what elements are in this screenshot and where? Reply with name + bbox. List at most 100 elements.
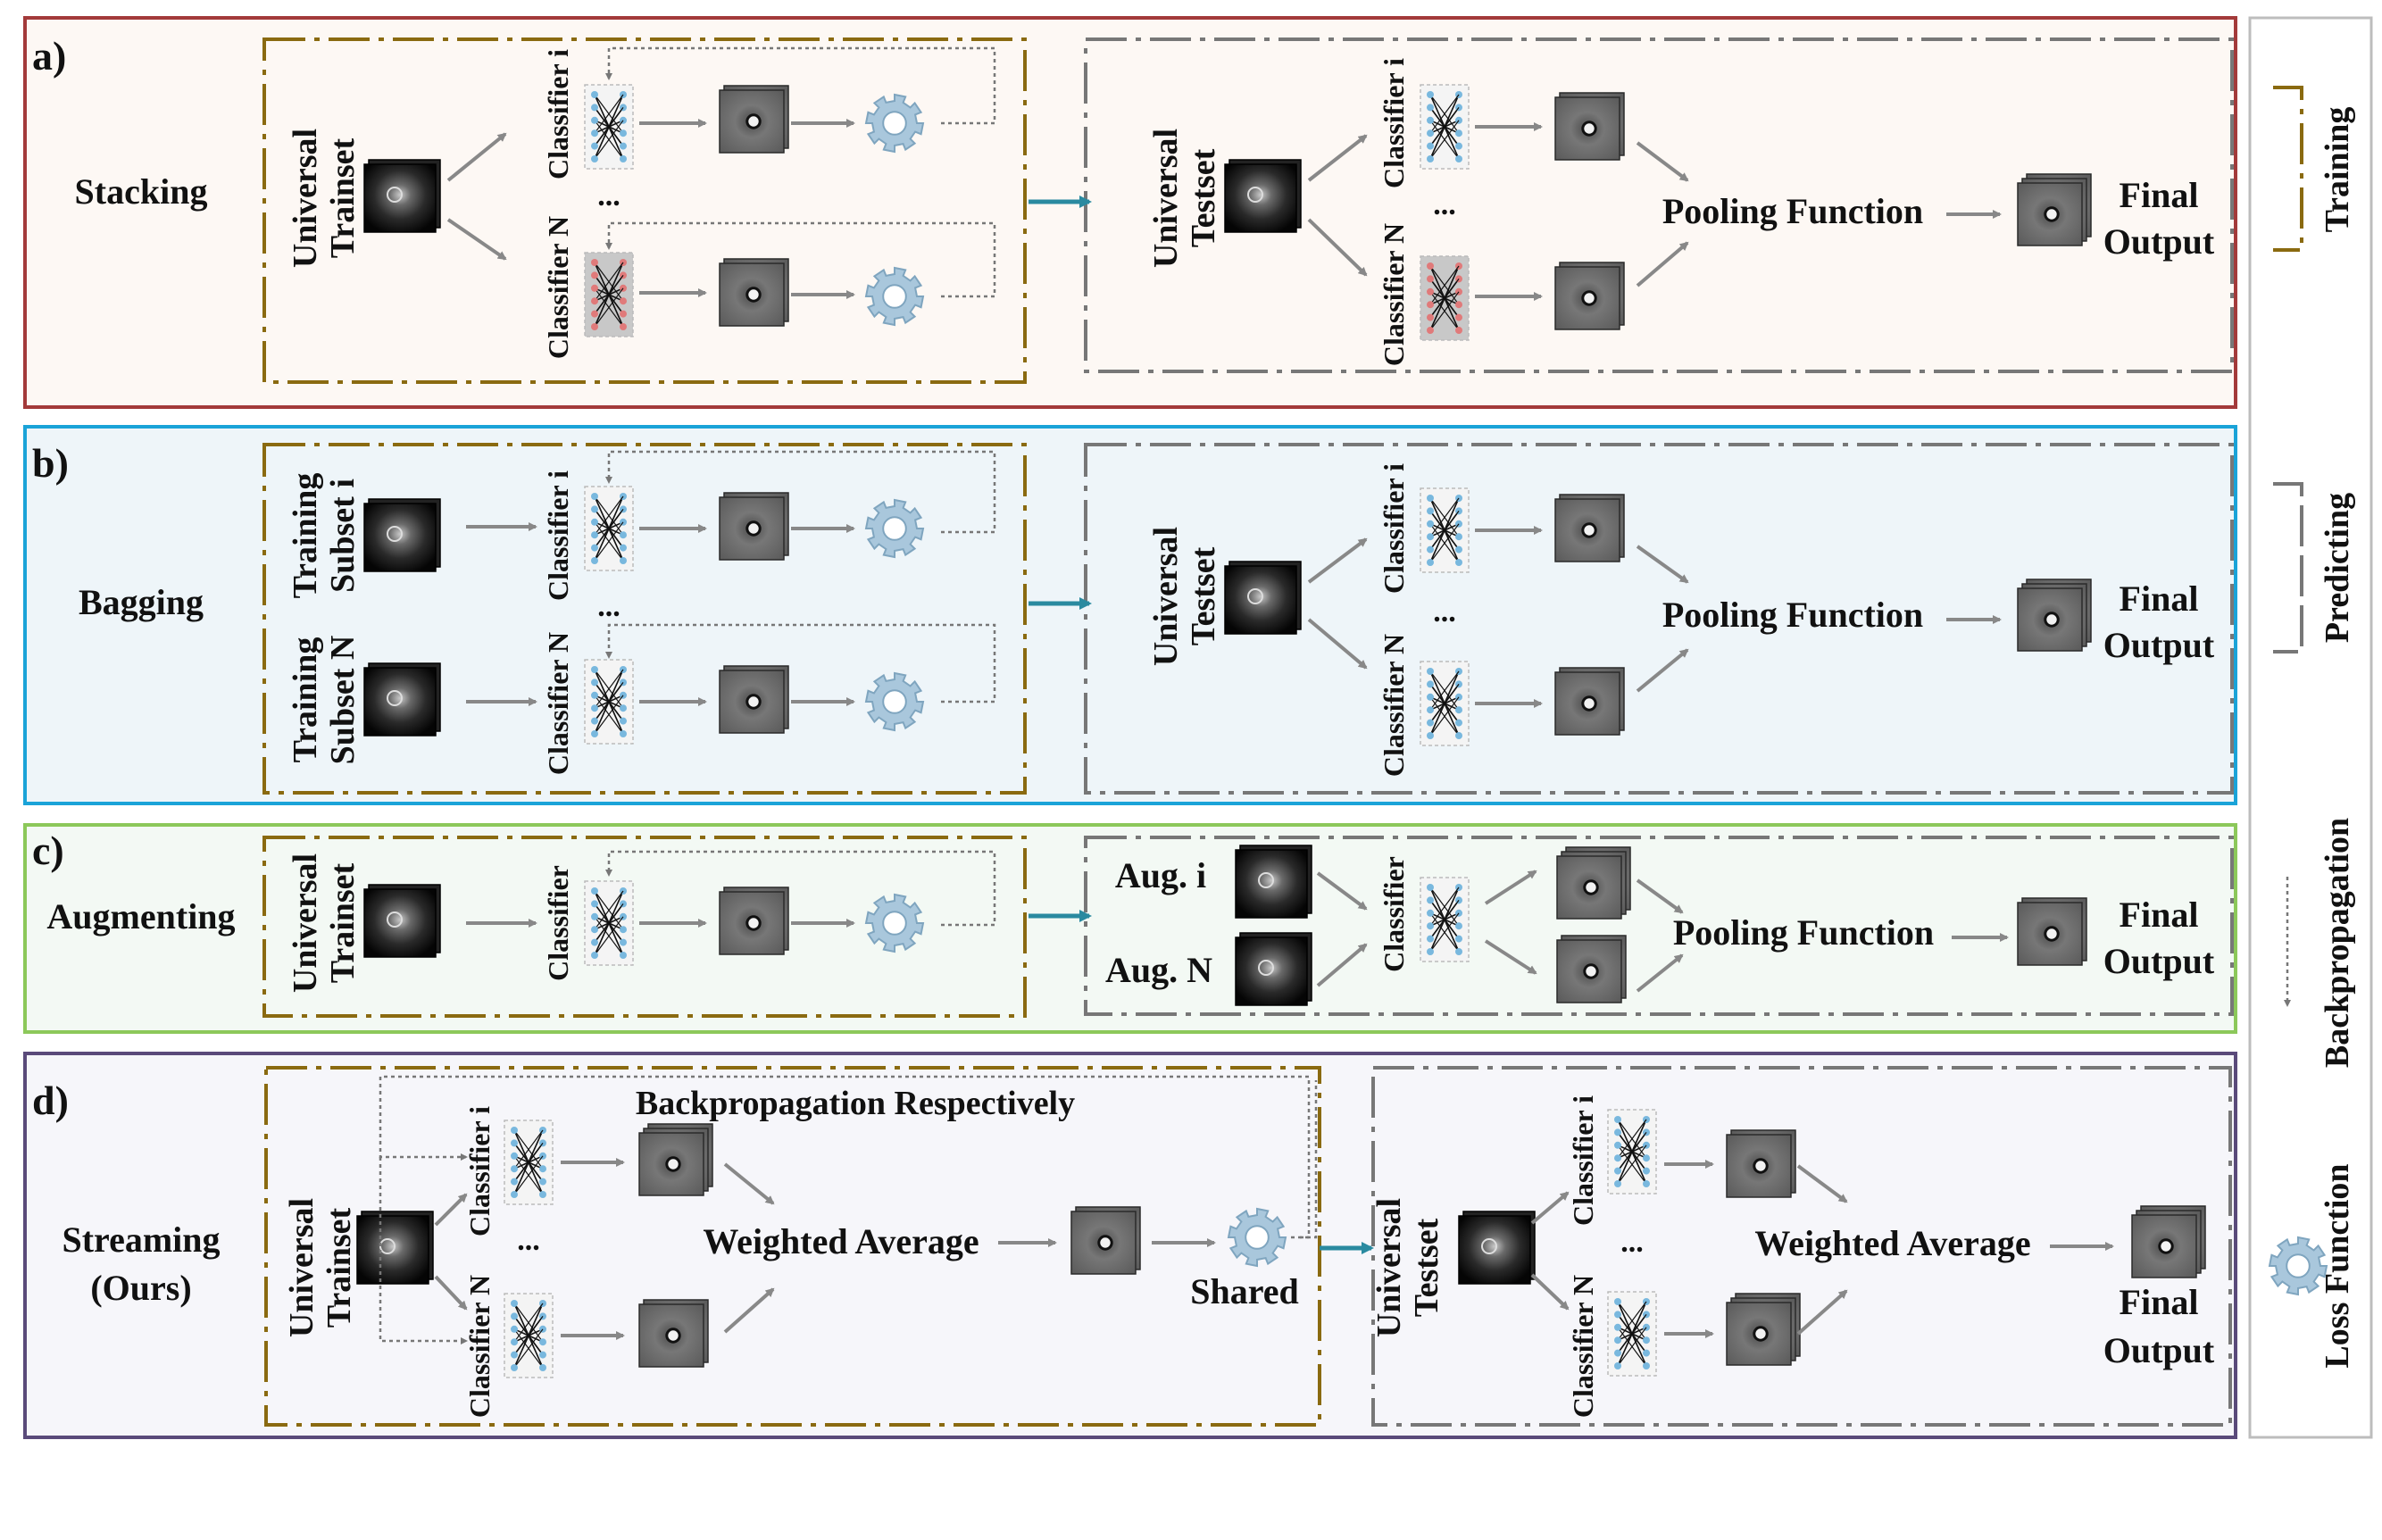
b-predicting-box (1084, 443, 2234, 795)
d-test-prediction-i (1726, 1129, 1796, 1198)
legend-training-label: Training (2319, 107, 2356, 233)
a-classifier-n-net (584, 252, 634, 337)
a-test-arrow-split-bottom (1307, 218, 1368, 277)
b-prediction-n (719, 665, 789, 734)
b-test-dots: ... (1433, 595, 1456, 628)
b-subset-n-line2: Subset N (324, 636, 362, 765)
c-classifier-label: Classifier (542, 865, 574, 981)
b-classifier-n-label: Classifier N (542, 632, 574, 775)
d-test-arrow-to-wavg-bottom (1796, 1289, 1848, 1336)
a-test-classifier-n-net (1420, 255, 1470, 341)
d-train-input-line1: Universal (283, 1198, 321, 1337)
b-pooling-label: Pooling Function (1662, 595, 1923, 635)
a-trainset-image (363, 159, 441, 233)
d-dots: ... (517, 1224, 540, 1257)
a-test-dots: ... (1433, 188, 1456, 221)
d-arrow-to-wavg-top (723, 1162, 775, 1205)
d-backprop-top-path-2 (1300, 1080, 1318, 1239)
c-test-arrow-bottom (1484, 939, 1537, 975)
panel-d-method-line1: Streaming (62, 1220, 220, 1260)
d-final-output-line2: Output (2103, 1330, 2215, 1370)
d-arrow-split-bottom (434, 1275, 468, 1311)
d-test-input-line1: Universal (1370, 1198, 1408, 1337)
a-final-output-line1: Final (2120, 175, 2199, 215)
a-arrow-split-bottom (446, 218, 507, 261)
d-classifier-n-label: Classifier N (463, 1275, 496, 1418)
b-classifier-i-label: Classifier i (542, 470, 574, 601)
a-loss-n-gear-icon (864, 266, 925, 327)
c-test-prediction-i (1556, 846, 1631, 920)
b-subset-i-image (363, 498, 441, 572)
b-test-prediction-i (1554, 494, 1625, 562)
a-classifier-n-label: Classifier N (542, 216, 574, 359)
d-prediction-i (638, 1123, 713, 1196)
b-subset-i-line1: Training (287, 473, 324, 599)
a-prediction-n (719, 258, 789, 327)
b-classifier-n-net (584, 659, 634, 745)
d-shared-label: Shared (1190, 1271, 1299, 1311)
c-test-prediction-n (1556, 935, 1627, 1003)
legend-training-swatch (2273, 86, 2303, 252)
c-final-output-line1: Final (2120, 895, 2199, 935)
d-weighted-label: Weighted Average (703, 1221, 979, 1261)
b-test-classifier-i-label: Classifier i (1378, 463, 1410, 594)
d-test-arrow-to-wavg-top (1796, 1164, 1848, 1203)
b-subset-i-line2: Subset i (324, 479, 362, 593)
a-training-box (262, 37, 1027, 384)
d-final-image (2131, 1205, 2206, 1278)
c-aug-n-image (1235, 932, 1312, 1006)
b-arrow-to-pool-top (1636, 545, 1689, 584)
b-test-classifier-i-net (1420, 487, 1470, 573)
a-test-prediction-i (1554, 92, 1625, 161)
c-train-input-line1: Universal (287, 853, 324, 993)
b-testset-image (1224, 561, 1302, 635)
a-testset-image (1224, 159, 1302, 233)
d-test-input-line2: Testset (1408, 1218, 1445, 1317)
b-final-output-line2: Output (2103, 625, 2215, 665)
c-final-output-line2: Output (2103, 941, 2215, 981)
c-backprop-path (605, 850, 996, 927)
legend-loss-gear-icon (2268, 1236, 2328, 1296)
b-dots: ... (597, 590, 620, 623)
d-test-classifier-n-label: Classifier N (1567, 1275, 1599, 1418)
c-train-input-line2: Trainset (324, 862, 362, 983)
legend-predicting-label: Predicting (2319, 493, 2356, 643)
c-training-box (262, 836, 1027, 1018)
a-train-input-line2: Trainset (324, 137, 362, 258)
panel-d-letter: d) (32, 1078, 69, 1123)
a-dots: ... (597, 179, 620, 212)
a-test-classifier-n-label: Classifier N (1378, 223, 1410, 366)
c-aug-i-label: Aug. i (1115, 855, 1206, 895)
d-loss-gear-icon (1227, 1207, 1287, 1268)
a-arrow-to-pool-bottom (1636, 241, 1689, 287)
c-test-arrow-top (1484, 870, 1537, 905)
d-test-dots: ... (1620, 1226, 1644, 1259)
b-loss-i-gear-icon (864, 498, 925, 559)
a-classifier-i-label: Classifier i (542, 49, 574, 179)
c-loss-gear-icon (864, 893, 925, 953)
b-classifier-i-net (584, 486, 634, 571)
legend-loss-function-label: Loss Function (2319, 1163, 2356, 1368)
d-test-arrow-split-bottom (1530, 1273, 1570, 1311)
panel-c-letter: c) (32, 828, 64, 873)
d-prediction-n (638, 1299, 709, 1368)
b-test-prediction-n (1554, 667, 1625, 736)
b-subset-n-image (363, 662, 441, 737)
c-pooling-label: Pooling Function (1673, 912, 1934, 953)
panel-c-method: Augmenting (46, 896, 235, 936)
d-test-arrow-split-top (1530, 1191, 1570, 1225)
d-weighted-prediction (1070, 1206, 1141, 1275)
c-classifier-net (584, 880, 634, 966)
d-testset-image (1458, 1211, 1536, 1285)
b-subset-n-line1: Training (287, 637, 324, 763)
a-loss-i-gear-icon (864, 93, 925, 154)
d-backprop-top-path (379, 1075, 1311, 1239)
panel-b-letter: b) (32, 440, 69, 486)
b-training-box (262, 443, 1027, 795)
a-backprop-n-path (605, 221, 996, 298)
b-test-arrow-split-top (1307, 537, 1368, 584)
a-test-input-line1: Universal (1147, 129, 1185, 268)
legend-frame (2248, 16, 2373, 1439)
c-aug-i-image (1235, 845, 1312, 919)
